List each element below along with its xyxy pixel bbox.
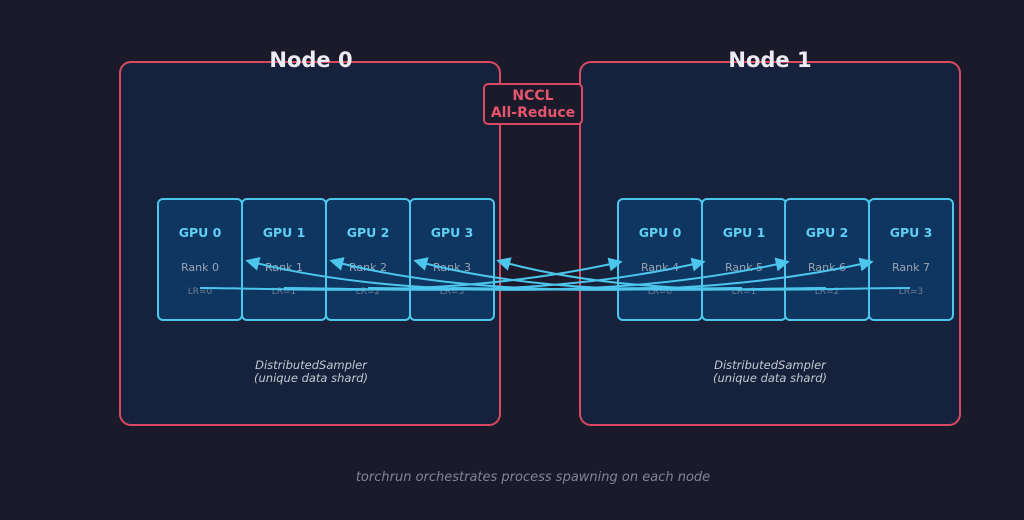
gpu-label: GPU 1: [262, 225, 306, 240]
gpu-rank: Rank 3: [433, 261, 471, 274]
gpu-local-rank: LR=1: [271, 287, 297, 297]
node-0-gpu-1-card: GPU 1 Rank 1 LR=1: [241, 198, 327, 321]
gpu-local-rank: LR=3: [898, 287, 924, 297]
gpu-rank: Rank 5: [725, 261, 763, 274]
gpu-local-rank: LR=2: [355, 287, 381, 297]
nccl-all-reduce-box: NCCL All-Reduce: [483, 83, 583, 125]
node-1-gpu-1-card: GPU 1 Rank 5 LR=1: [701, 198, 787, 321]
node-1-sampler-caption: DistributedSampler (unique data shard): [579, 359, 961, 385]
node-1-gpu-2-card: GPU 2 Rank 6 LR=2: [784, 198, 870, 321]
node-0-sampler-caption: DistributedSampler (unique data shard): [120, 359, 502, 385]
gpu-local-rank: LR=0: [647, 287, 673, 297]
node-1-title: Node 1: [728, 48, 812, 72]
sampler-title: DistributedSampler: [255, 358, 367, 372]
gpu-rank: Rank 4: [641, 261, 679, 274]
gpu-label: GPU 2: [805, 225, 849, 240]
gpu-label: GPU 0: [178, 225, 222, 240]
gpu-rank: Rank 1: [265, 261, 303, 274]
gpu-rank: Rank 6: [808, 261, 846, 274]
gpu-local-rank: LR=1: [731, 287, 757, 297]
all-reduce-label: All-Reduce: [490, 105, 576, 121]
gpu-label: GPU 2: [346, 225, 390, 240]
sampler-title: DistributedSampler: [714, 358, 826, 372]
node-1-gpu-3-card: GPU 3 Rank 7 LR=3: [868, 198, 954, 321]
node-0-gpu-0-card: GPU 0 Rank 0 LR=0: [157, 198, 243, 321]
node-1-gpu-0-card: GPU 0 Rank 4 LR=0: [617, 198, 703, 321]
gpu-label: GPU 0: [638, 225, 682, 240]
gpu-local-rank: LR=0: [187, 287, 213, 297]
gpu-rank: Rank 7: [892, 261, 930, 274]
node-0-title: Node 0: [269, 48, 353, 72]
gpu-label: GPU 1: [722, 225, 766, 240]
nccl-label: NCCL: [512, 88, 554, 104]
gpu-label: GPU 3: [889, 225, 933, 240]
gpu-rank: Rank 2: [349, 261, 387, 274]
node-0-gpu-2-card: GPU 2 Rank 2 LR=2: [325, 198, 411, 321]
node-0-gpu-3-card: GPU 3 Rank 3 LR=3: [409, 198, 495, 321]
gpu-local-rank: LR=2: [814, 287, 840, 297]
sampler-subtitle: (unique data shard): [254, 371, 368, 385]
gpu-rank: Rank 0: [181, 261, 219, 274]
sampler-subtitle: (unique data shard): [713, 371, 827, 385]
gpu-local-rank: LR=3: [439, 287, 465, 297]
footer-caption: torchrun orchestrates process spawning o…: [355, 470, 711, 485]
gpu-label: GPU 3: [430, 225, 474, 240]
